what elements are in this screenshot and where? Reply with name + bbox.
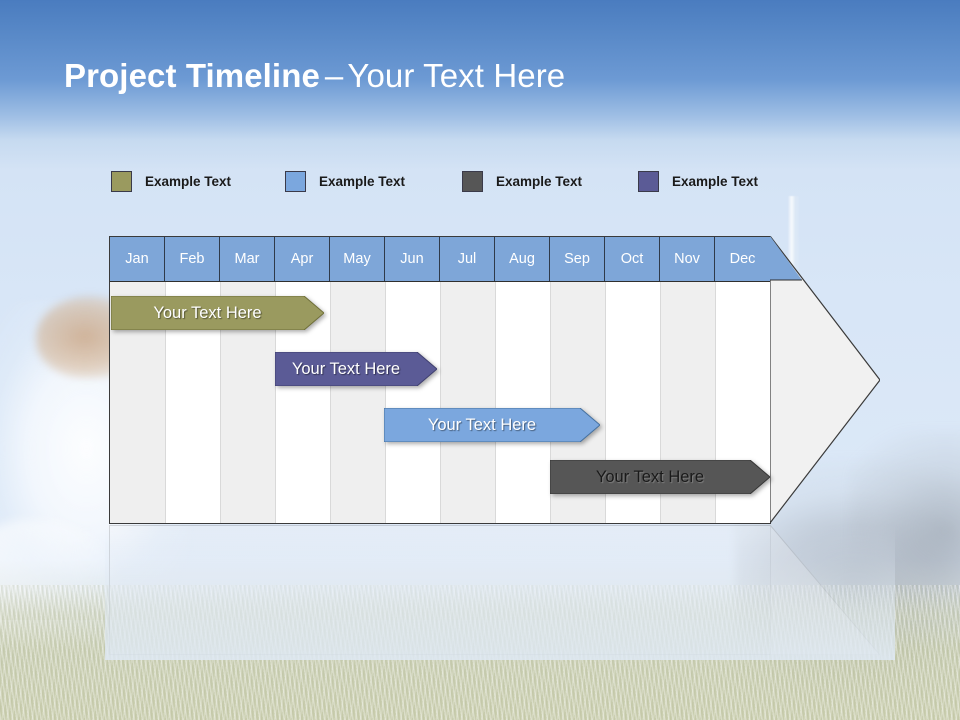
month-column-jan bbox=[110, 237, 165, 523]
page-title-regular: Your Text Here bbox=[347, 57, 566, 94]
timeline-bar-label-1: Your Text Here bbox=[153, 304, 262, 322]
legend-swatch-icon-2 bbox=[285, 170, 306, 192]
month-header-feb[interactable]: Feb bbox=[165, 237, 220, 281]
month-header-jul[interactable]: Jul bbox=[440, 237, 495, 281]
column-separator-2 bbox=[220, 237, 221, 523]
column-separator-8 bbox=[550, 237, 551, 523]
month-column-jul bbox=[440, 237, 495, 523]
timeline-bar-2[interactable]: Your Text Here bbox=[275, 352, 437, 386]
legend: Example Text Example Text Example Text Exam… bbox=[111, 168, 811, 194]
timeline-bar-1[interactable]: Your Text Here bbox=[111, 296, 324, 330]
timeline-bar-shape-4 bbox=[550, 460, 770, 494]
page-title-bold: Project Timeline bbox=[64, 57, 320, 94]
legend-item-3[interactable]: Example Text bbox=[462, 168, 582, 194]
column-separator-7 bbox=[495, 237, 496, 523]
legend-item-1[interactable]: Example Text bbox=[111, 168, 231, 194]
month-header-may[interactable]: May bbox=[330, 237, 385, 281]
month-header-nov[interactable]: Nov bbox=[660, 237, 715, 281]
timeline-bar-label-4: Your Text Here bbox=[595, 468, 705, 486]
timeline-bar-shape-2 bbox=[275, 352, 437, 386]
legend-label-3: Example Text bbox=[496, 173, 583, 189]
legend-label-2: Example Text bbox=[319, 173, 406, 189]
month-header-jun[interactable]: Jun bbox=[385, 237, 440, 281]
legend-item-4[interactable]: Example Text bbox=[638, 168, 758, 194]
timeline-arrow-point bbox=[770, 236, 880, 524]
month-header-dec[interactable]: Dec bbox=[729, 251, 756, 267]
timeline-bar-label-3: Your Text Here bbox=[427, 416, 537, 434]
month-header-jan[interactable]: Jan bbox=[110, 237, 165, 281]
month-header-mar[interactable]: Mar bbox=[220, 237, 275, 281]
month-header-apr[interactable]: Apr bbox=[275, 237, 330, 281]
legend-item-2[interactable]: Example Text bbox=[285, 168, 405, 194]
legend-label-4: Example Text bbox=[672, 173, 759, 189]
month-header-sep[interactable]: Sep bbox=[550, 237, 605, 281]
timeline-bar-3[interactable]: Your Text Here bbox=[384, 408, 600, 442]
background-grass-texture bbox=[0, 585, 960, 720]
legend-swatch-icon-4 bbox=[638, 170, 659, 192]
column-separator-6 bbox=[440, 237, 441, 523]
legend-label-1: Example Text bbox=[145, 173, 232, 189]
timeline-bar-shape-3 bbox=[384, 408, 600, 442]
column-separator-10 bbox=[660, 237, 661, 523]
timeline-bar-label-2: Your Text Here bbox=[291, 360, 401, 378]
month-header-aug[interactable]: Aug bbox=[495, 237, 550, 281]
timeline-bar-shape-1 bbox=[111, 296, 324, 330]
column-separator-1 bbox=[165, 237, 166, 523]
column-separator-9 bbox=[605, 237, 606, 523]
column-separator-11 bbox=[715, 237, 716, 523]
page-title: Project Timeline–Your Text Here bbox=[64, 57, 565, 95]
legend-swatch-icon-3 bbox=[462, 170, 483, 192]
timeline-bar-4[interactable]: Your Text Here bbox=[550, 460, 770, 494]
page-title-dash: – bbox=[324, 57, 344, 94]
month-column-mar bbox=[220, 237, 275, 523]
legend-swatch-icon-1 bbox=[111, 170, 132, 192]
month-header-oct[interactable]: Oct bbox=[605, 237, 660, 281]
